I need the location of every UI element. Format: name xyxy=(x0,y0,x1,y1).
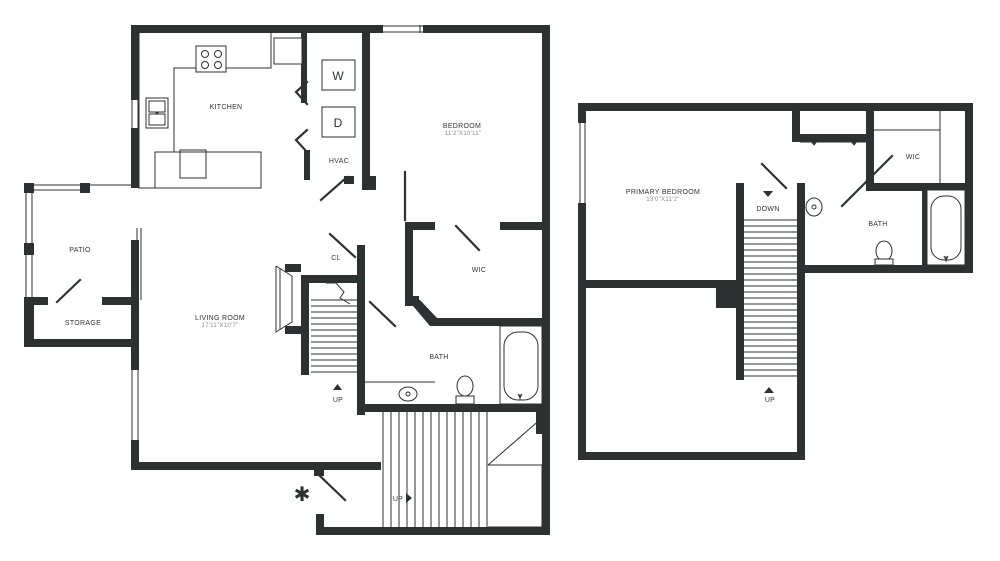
entry-marker-icon: ✱ xyxy=(294,482,311,506)
first-floor-doors xyxy=(55,170,481,502)
fireplace xyxy=(275,265,293,333)
bath-label: BATH xyxy=(429,354,448,361)
first-floor-walls xyxy=(24,25,550,535)
upper-stairs xyxy=(744,219,797,377)
second-floor-windows xyxy=(579,111,941,203)
first-floor-windows xyxy=(25,25,423,440)
bedroom-label: BEDROOM xyxy=(443,123,481,130)
living-room-dimensions: 17'11"X10'7" xyxy=(201,323,238,329)
bath-label: BATH xyxy=(868,221,887,228)
refrigerator-icon xyxy=(273,37,303,65)
patio-label: PATIO xyxy=(69,247,91,254)
exterior-stairs xyxy=(382,412,488,527)
bedroom-dimensions: 11'2"X10'11" xyxy=(445,131,482,137)
stove-icon xyxy=(195,45,227,73)
second-floor-doors xyxy=(760,134,894,208)
sink-icon xyxy=(805,197,823,217)
second-floor: PRIMARY BEDROOM 13'0"X11'2" CL WIC BATH … xyxy=(578,103,973,460)
first-floor-bath-fixtures xyxy=(365,325,543,405)
interior-stairs xyxy=(311,299,357,373)
stairs-up-label: UP xyxy=(765,397,775,404)
living-room-label: LIVING ROOM xyxy=(195,315,245,322)
up-arrow-icon xyxy=(333,384,342,390)
second-floor-bath-fixtures xyxy=(805,189,966,266)
bathtub-icon xyxy=(926,189,966,266)
entry-stairs-up-label: UP xyxy=(393,496,403,503)
toilet-icon xyxy=(456,375,474,397)
second-floor-walls xyxy=(578,103,973,460)
primary-bedroom-label: PRIMARY BEDROOM xyxy=(626,189,700,196)
storage-label: STORAGE xyxy=(65,320,101,327)
primary-bedroom-dimensions: 13'0"X11'2" xyxy=(646,197,679,203)
first-floor-labels: KITCHEN BEDROOM 11'2"X10'11" HVAC PATIO … xyxy=(65,104,486,506)
dishwasher-icon xyxy=(179,149,207,179)
stairs-up-label: UP xyxy=(333,397,343,404)
up-arrow-icon xyxy=(406,493,412,503)
down-arrow-icon xyxy=(763,191,773,197)
wic-label: WIC xyxy=(906,154,921,161)
washer-icon xyxy=(321,59,356,91)
dryer-label: D xyxy=(334,116,343,130)
sink-icon xyxy=(398,386,418,402)
stair-break xyxy=(326,282,351,305)
bathtub-icon xyxy=(499,325,543,405)
stairs-down-label: DOWN xyxy=(756,206,779,213)
toilet-icon xyxy=(875,240,893,262)
dryer-icon xyxy=(321,106,356,138)
wic-label: WIC xyxy=(472,267,487,274)
washer-label: W xyxy=(332,69,344,83)
closet-label: CL xyxy=(828,135,838,142)
hvac-label: HVAC xyxy=(329,158,349,165)
second-floor-labels: PRIMARY BEDROOM 13'0"X11'2" CL WIC BATH … xyxy=(626,135,920,404)
first-floor: W D xyxy=(24,25,550,535)
kitchen-label: KITCHEN xyxy=(210,104,243,111)
up-arrow-icon xyxy=(764,387,774,393)
kitchen-fixtures: W D xyxy=(138,33,356,189)
closet-label: CL xyxy=(331,255,341,262)
